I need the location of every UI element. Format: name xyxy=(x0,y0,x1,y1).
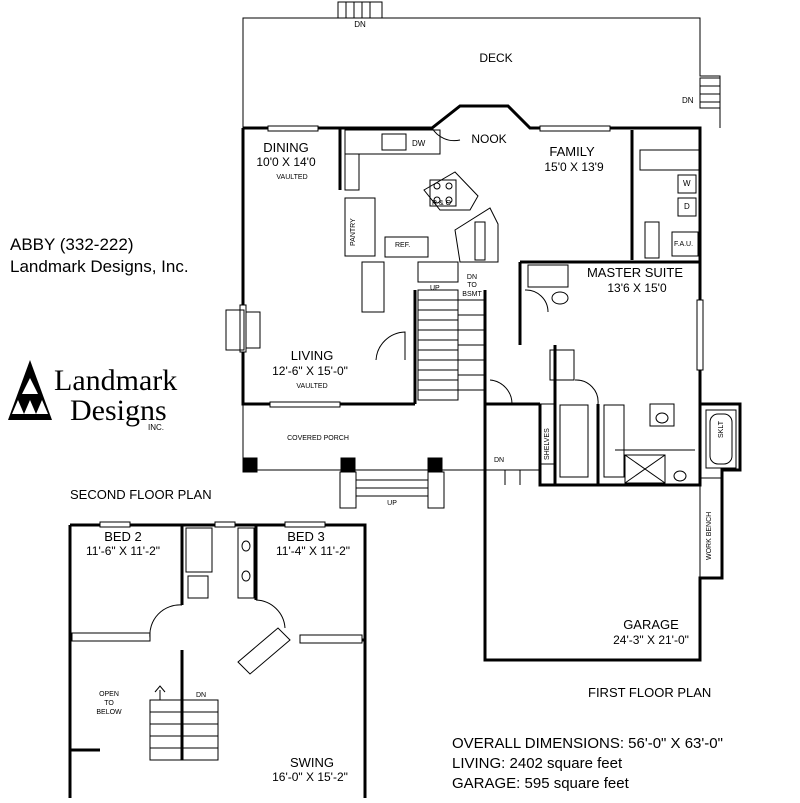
deck-stair-dn: DN xyxy=(354,20,366,29)
swing-name: SWING xyxy=(289,755,335,770)
dining-name: DINING xyxy=(263,140,309,155)
windows xyxy=(225,125,704,408)
bed3-dim: 11'-4" X 11'-2" xyxy=(275,544,351,558)
pantry-label: PANTRY xyxy=(350,218,357,246)
bed2-dim: 11'-6" X 11'-2" xyxy=(85,544,161,558)
garage-name: GARAGE xyxy=(623,617,679,632)
main-stair xyxy=(417,289,485,401)
family-dim: 15'0 X 13'9 xyxy=(544,160,604,174)
second-floor-fixtures xyxy=(71,521,363,761)
dining-dim: 10'0 X 14'0 xyxy=(256,155,316,169)
stair-up-label: UP xyxy=(430,285,440,292)
family-name: FAMILY xyxy=(549,144,595,159)
landmark-logo-mark xyxy=(8,360,52,420)
nook-label: NOOK xyxy=(471,132,507,146)
range-oven-label: R & O xyxy=(432,200,452,207)
bed3-name: BED 3 xyxy=(287,529,325,544)
logo-wordmark-line1: Landmark xyxy=(54,364,178,397)
kitchen-fixtures xyxy=(344,129,499,313)
master-suite-dim: 13'6 X 15'0 xyxy=(607,281,667,295)
laundry-fixtures xyxy=(639,149,701,259)
living-dim: 12'-6" X 15'-0" xyxy=(272,364,348,378)
dryer-label: D xyxy=(684,202,690,211)
deck-label: DECK xyxy=(479,51,513,65)
refrigerator-label: REF. xyxy=(395,242,411,249)
plan-name: ABBY (332-222) xyxy=(10,235,134,254)
open-to-below-label: OPEN TO BELOW xyxy=(96,691,122,717)
living-note: VAULTED xyxy=(296,383,328,390)
first-floor-title: FIRST FLOOR PLAN xyxy=(588,685,712,700)
logo-inc: INC. xyxy=(148,423,164,432)
bed2-name: BED 2 xyxy=(104,529,142,544)
swing-dim: 16'-0" X 15'-2" xyxy=(272,770,348,784)
stair-dn-bsmt-label: DN TO BSMT xyxy=(462,274,482,298)
covered-porch xyxy=(242,404,485,509)
covered-porch-label: COVERED PORCH xyxy=(287,435,349,442)
doors xyxy=(375,127,599,405)
dishwasher-label: DW xyxy=(412,139,426,148)
shelves-label: SHELVES xyxy=(544,428,551,460)
garage-area: GARAGE: 595 square feet xyxy=(452,775,629,792)
living-name: LIVING xyxy=(290,348,334,363)
deck-right-dn: DN xyxy=(682,96,694,105)
work-bench-label: WORK BENCH xyxy=(706,511,713,560)
skylight-label: SKLT xyxy=(718,421,725,438)
company-name: Landmark Designs, Inc. xyxy=(10,257,189,276)
deck-outline xyxy=(242,1,721,128)
porch-step-up: UP xyxy=(387,500,397,507)
dining-note: VAULTED xyxy=(276,174,308,181)
master-suite-name: MASTER SUITE xyxy=(586,265,684,280)
washer-label: W xyxy=(683,179,691,188)
garage-dim: 24'-3" X 21'-0" xyxy=(613,633,689,647)
second-floor-stair-dn: DN xyxy=(196,692,207,699)
overall-dimensions: OVERALL DIMENSIONS: 56'-0" X 63'-0" xyxy=(452,735,723,752)
garage-details xyxy=(485,403,723,579)
logo-wordmark-line2: Designs xyxy=(70,394,167,427)
second-floor-title: SECOND FLOOR PLAN xyxy=(70,487,212,502)
fau-label: F.A.U. xyxy=(674,241,694,248)
garage-step-dn: DN xyxy=(494,457,505,464)
master-bath-fixtures xyxy=(527,264,737,484)
living-area: LIVING: 2402 square feet xyxy=(452,755,623,772)
